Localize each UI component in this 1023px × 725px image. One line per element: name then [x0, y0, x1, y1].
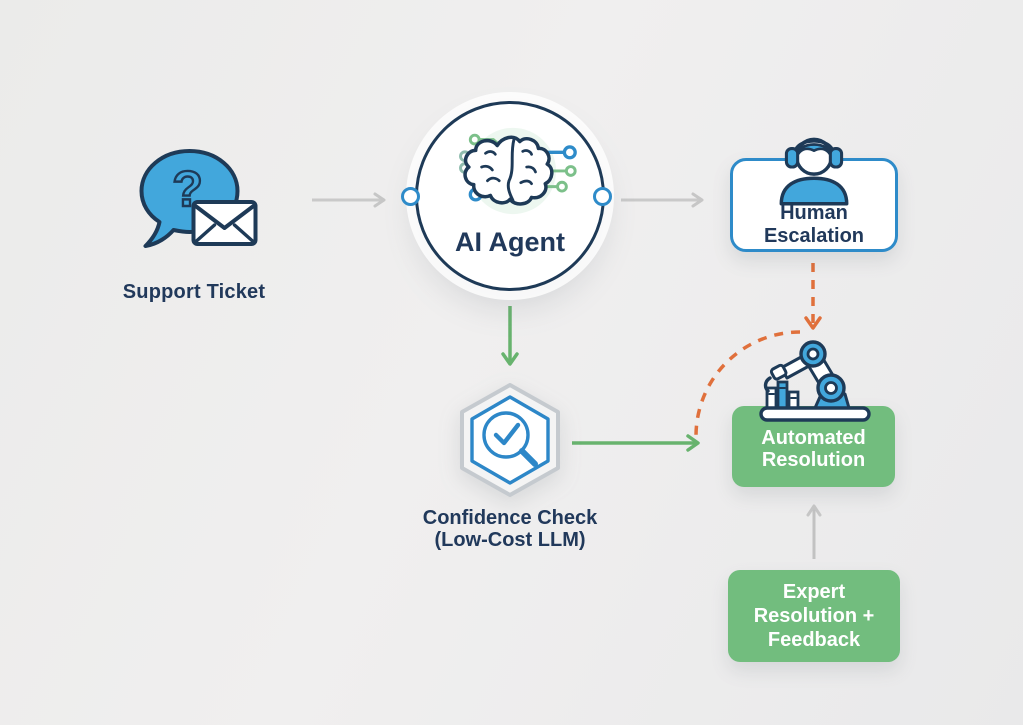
- human-escalation-label-line2: Escalation: [763, 225, 865, 247]
- connector-dot-right: [593, 187, 612, 206]
- human-escalation-label-line1: Human: [780, 202, 848, 224]
- brain-circuit-icon: [459, 127, 577, 215]
- expert-resolution-label-line2: Resolution +: [753, 605, 875, 627]
- human-escalation-label: Human Escalation: [733, 202, 895, 248]
- confidence-check-label-line1: Confidence Check: [422, 507, 598, 529]
- support-ticket-label: Support Ticket: [122, 281, 266, 303]
- connector-dot-left: [401, 187, 420, 206]
- confidence-check-label-line2: (Low-Cost LLM): [434, 529, 586, 551]
- node-ai-agent: AI Agent: [415, 101, 605, 291]
- ai-agent-label: AI Agent: [455, 227, 565, 257]
- confidence-check-label: Confidence Check (Low-Cost LLM): [385, 507, 635, 551]
- node-human-escalation: Human Escalation: [730, 137, 898, 252]
- automated-resolution-label-line1: Automated: [761, 426, 866, 449]
- automated-resolution-label-line2: Resolution: [761, 448, 866, 471]
- expert-resolution-label-line1: Expert: [782, 581, 846, 603]
- expert-resolution-label-line3: Feedback: [767, 629, 861, 651]
- robot-arm-icon: [759, 340, 871, 422]
- node-expert-resolution-feedback: Expert Resolution + Feedback: [728, 570, 900, 662]
- question-mark-glyph: ?: [172, 161, 203, 217]
- hexagon-magnifier-check-icon: [460, 383, 560, 497]
- support-agent-headset-icon: [779, 137, 849, 206]
- chat-question-envelope-icon: ?: [139, 149, 258, 248]
